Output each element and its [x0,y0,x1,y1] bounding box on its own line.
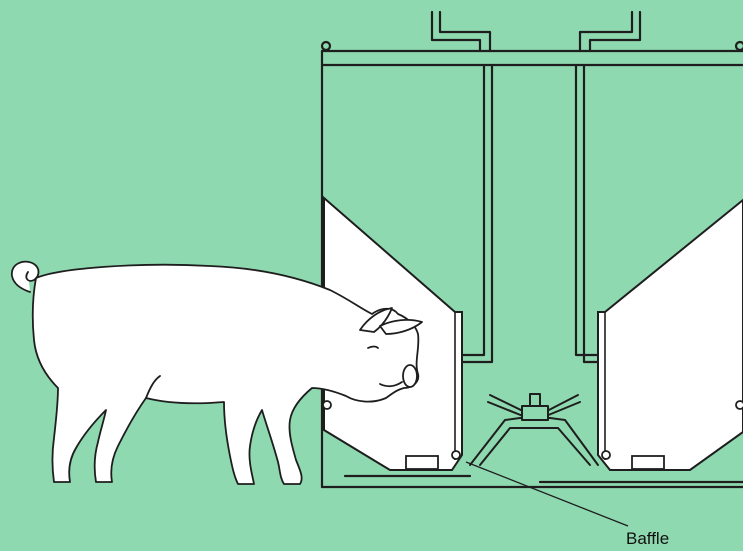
right-pin-icon [601,450,611,460]
agitator-nut [529,393,541,407]
left-feed-slot [405,455,439,470]
agitator-arm-left [487,394,526,417]
right-feed-slot [631,455,665,470]
agitator-v-deflector-inner [479,427,591,466]
pig-ear [359,307,393,333]
agitator-icon [469,393,599,466]
right-adjust-rod [574,63,600,364]
right-side-bolt-icon [735,400,743,410]
pig-ear-back [379,319,423,335]
pig-leg-line [145,375,161,399]
agitator-hub [521,405,549,421]
top-right-bolt-icon [734,40,743,52]
pig-snout [402,364,418,388]
pig-mouth [379,381,403,388]
left-adjust-rod [460,63,494,364]
pig-body [11,260,420,485]
feeder-icon [320,10,743,489]
agitator-arm-right [544,394,581,417]
baffle-label: Baffle [626,529,669,548]
baffle-leader-line [465,461,629,527]
pig-icon [11,260,423,485]
left-adjust-handle-icon [430,10,492,53]
pig-eye [367,345,379,349]
right-hopper-panel [597,198,743,471]
top-left-bolt-icon [320,40,332,52]
right-adjust-handle-icon [578,10,642,53]
left-side-bolt-icon [322,400,332,410]
baffle-pin-icon [451,450,461,460]
